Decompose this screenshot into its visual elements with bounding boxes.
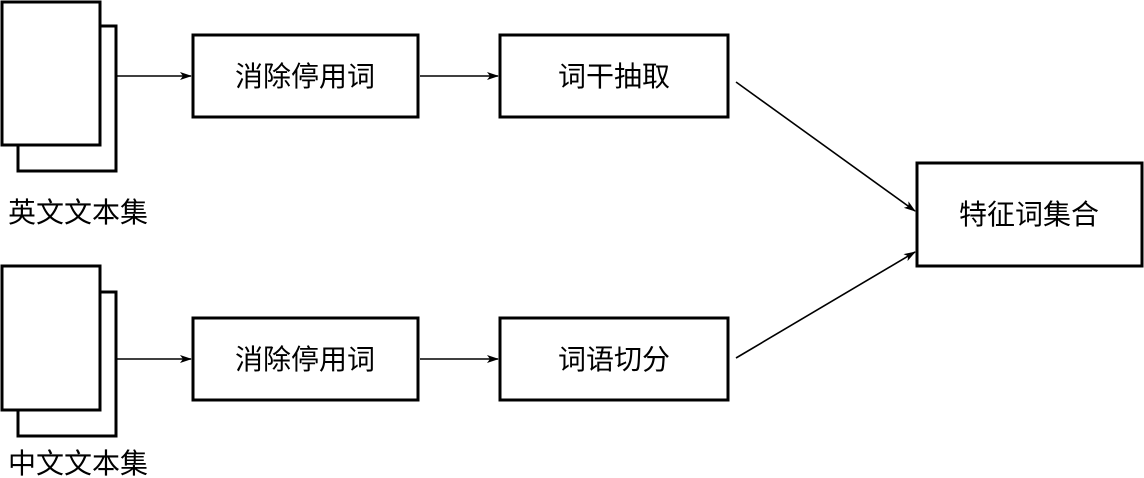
edge-segment-to-feature-set — [735, 251, 916, 359]
feature-set-node: 特征词集合 — [915, 161, 1144, 268]
feature-set-label: 特征词集合 — [959, 198, 1099, 231]
english-document-stack-icon — [0, 0, 118, 173]
segment-label: 词语切分 — [558, 343, 670, 376]
chinese-corpus-label: 中文文本集 — [8, 447, 148, 478]
en-stopword-node: 消除停用词 — [191, 33, 420, 119]
en-stopword-label: 消除停用词 — [235, 60, 375, 93]
segment-node: 词语切分 — [498, 316, 730, 402]
zh-stopword-node: 消除停用词 — [191, 316, 420, 402]
stem-node: 词干抽取 — [498, 33, 730, 119]
stem-label: 词干抽取 — [558, 60, 670, 93]
edge-stem-to-feature-set — [735, 81, 916, 212]
zh-stopword-label: 消除停用词 — [235, 343, 375, 376]
chinese-document-stack-icon — [0, 264, 118, 438]
english-corpus-label: 英文文本集 — [8, 196, 148, 229]
